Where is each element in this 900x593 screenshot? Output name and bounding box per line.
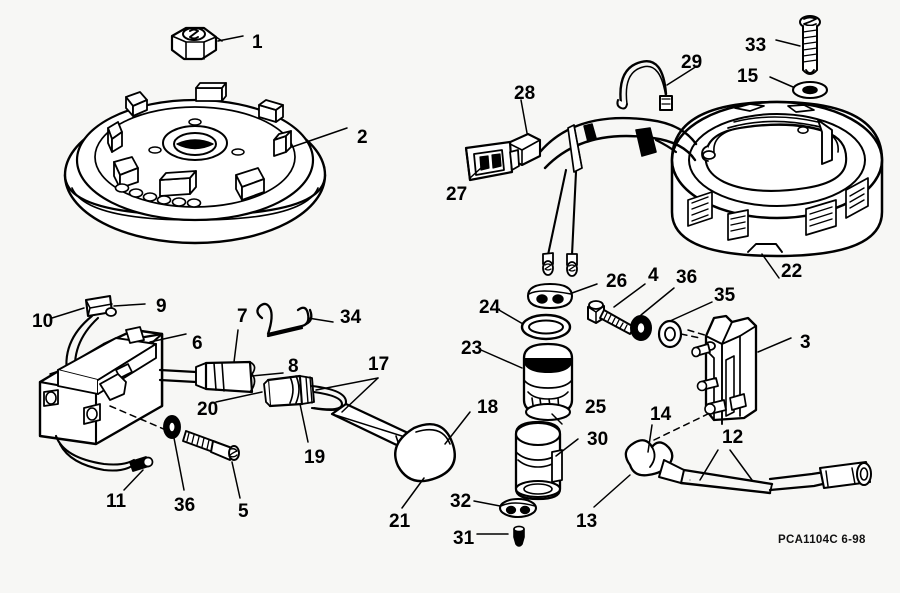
callout-2: 2 <box>357 127 368 148</box>
part-terminal-block-9 <box>51 294 146 380</box>
part-connector-pair <box>158 329 348 443</box>
part-screw-31 <box>476 525 525 547</box>
part-flywheel <box>63 82 348 245</box>
part-screw-5 <box>182 430 241 499</box>
part-flywheel-nut <box>170 26 244 61</box>
part-rectifier-23 <box>480 342 574 422</box>
callout-21: 21 <box>389 511 411 532</box>
callout-33: 33 <box>745 35 767 56</box>
part-screw-33 <box>775 15 821 75</box>
callout-31: 31 <box>453 528 475 549</box>
part-retainer-clip <box>256 302 334 338</box>
part-bolt-4 <box>587 283 646 335</box>
part-washer-15 <box>769 76 829 100</box>
callout-24: 24 <box>479 297 501 318</box>
callout-6: 6 <box>192 333 203 354</box>
callout-9: 9 <box>156 296 167 317</box>
callout-1: 1 <box>252 32 263 53</box>
callout-25: 25 <box>585 397 607 418</box>
callout-8: 8 <box>288 356 299 377</box>
part-cable-tie <box>616 59 698 111</box>
part-stop-switch <box>315 377 471 509</box>
callout-34: 34 <box>340 307 362 328</box>
callout-3: 3 <box>800 332 811 353</box>
part-flat-washer-35 <box>657 301 713 349</box>
part-wiring-harness <box>464 99 698 277</box>
callout-27: 27 <box>446 184 468 205</box>
callout-11: 11 <box>106 491 127 512</box>
callout-22: 22 <box>781 261 803 282</box>
callout-4: 4 <box>648 265 659 286</box>
callout-10: 10 <box>32 311 54 332</box>
callout-19: 19 <box>304 447 326 468</box>
part-lock-washer-36-left <box>163 415 185 491</box>
part-lock-washer-36-right <box>630 287 675 341</box>
callout-26: 26 <box>606 271 628 292</box>
part-power-pack <box>38 326 187 491</box>
callout-36-left: 36 <box>174 495 196 516</box>
callout-15: 15 <box>737 66 759 87</box>
callout-32: 32 <box>450 491 472 512</box>
callout-12: 12 <box>722 427 744 448</box>
callout-7: 7 <box>237 306 248 327</box>
callout-35: 35 <box>714 285 736 306</box>
callout-29: 29 <box>681 52 703 73</box>
part-ignition-coil <box>653 314 792 441</box>
callout-36-right: 36 <box>676 267 698 288</box>
part-grommet-26 <box>526 282 598 310</box>
part-spark-plug-boot <box>593 424 774 508</box>
callout-30: 30 <box>587 429 609 450</box>
part-stator-ring <box>670 100 884 279</box>
callout-20: 20 <box>197 399 219 420</box>
callout-5: 5 <box>238 501 249 522</box>
callout-13: 13 <box>576 511 598 532</box>
drawing-reference-code: PCA1104C 6-98 <box>778 534 866 546</box>
part-o-ring-24 <box>498 309 572 341</box>
callout-23: 23 <box>461 338 483 359</box>
callout-17: 17 <box>368 354 390 375</box>
callout-28: 28 <box>514 83 536 104</box>
callout-14: 14 <box>650 404 672 425</box>
part-sensor-30 <box>514 413 579 501</box>
part-seal-32 <box>473 497 538 519</box>
callout-18: 18 <box>477 397 499 418</box>
part-high-tension-lead <box>689 449 872 492</box>
